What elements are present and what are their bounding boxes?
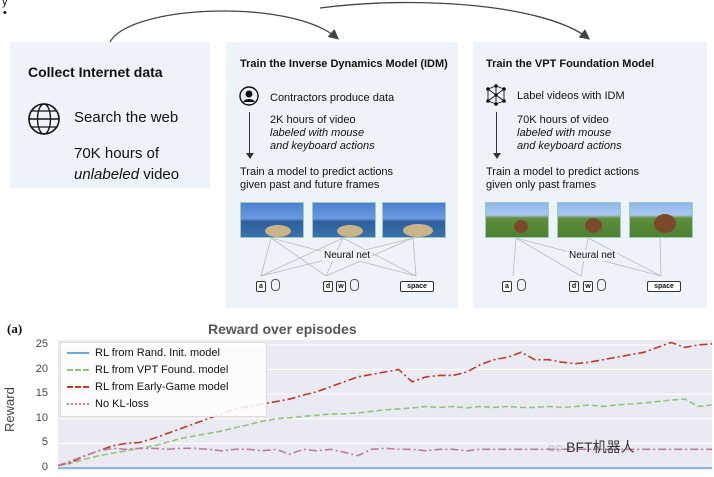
hours-line1: 70K hours of — [74, 145, 160, 162]
video-frame — [629, 202, 693, 238]
hours-text: 70K hours of video — [517, 114, 609, 126]
labeled-text-2: and keyboard actions — [270, 140, 375, 152]
neural-net-label: Neural net — [567, 250, 618, 261]
search-text: Search the web — [74, 109, 179, 126]
train-text-1: Train a model to predict actions — [240, 166, 394, 178]
panel-title: Train the Inverse Dynamics Model (IDM) — [240, 58, 448, 70]
chart-legend: RL from Rand. Init. model RL from VPT Fo… — [60, 342, 267, 417]
unlabeled-text: unlabeled — [74, 166, 140, 183]
legend-item: RL from Rand. Init. model — [67, 347, 220, 359]
idm-panel: Train the Inverse Dynamics Model (IDM) C… — [226, 42, 458, 308]
label-text: Label videos with IDM — [517, 90, 625, 102]
train-text-1: Train a model to predict actions — [486, 166, 640, 178]
hours-line2: unlabeled video — [74, 165, 179, 185]
key-a: a — [502, 281, 512, 292]
panel-title: Train the VPT Foundation Model — [486, 58, 655, 70]
mouse-icon — [271, 279, 280, 291]
contractors-text: Contractors produce data — [270, 92, 395, 104]
labeled-text-1: labeled with mouse — [517, 127, 612, 139]
y-tick-label: 25 — [35, 337, 48, 350]
key-a: a — [256, 281, 266, 292]
watermark-text: BFT机器人 — [566, 439, 635, 455]
labeled-text-1: labeled with mouse — [270, 127, 365, 139]
y-tick-label: 10 — [35, 411, 48, 424]
globe-icon — [28, 103, 60, 135]
video-frame — [485, 202, 549, 238]
legend-swatch — [67, 386, 89, 389]
legend-label: RL from VPT Found. model — [95, 364, 229, 376]
legend-item: RL from Early-Game model — [67, 381, 228, 393]
key-space: space — [400, 281, 434, 292]
key-w: w — [336, 281, 346, 292]
top-mark-1: y — [2, 0, 8, 8]
key-w: w — [583, 281, 593, 292]
chart-panel-label: (a) — [7, 321, 23, 336]
y-tick-label: 15 — [35, 387, 48, 400]
top-mark-2: • — [3, 7, 7, 19]
train-text-2: given only past frames — [486, 179, 597, 191]
flow-arrows — [109, 1, 591, 43]
vpt-panel: Train the VPT Foundation Model Label vid… — [473, 42, 707, 308]
video-frame — [382, 202, 446, 238]
video-text: video — [139, 166, 180, 183]
neural-net-label: Neural net — [322, 250, 373, 261]
legend-swatch — [67, 352, 89, 355]
watermark: ◌◌ BFT机器人 — [548, 437, 635, 457]
legend-swatch — [67, 403, 89, 406]
hours-text: 2K hours of video — [270, 114, 356, 126]
video-frame — [312, 202, 376, 238]
mouse-icon — [350, 279, 359, 291]
video-frame — [557, 202, 621, 238]
chat-icon: ◌◌ — [548, 441, 563, 455]
y-tick-label: 0 — [41, 461, 48, 473]
panel-title: Collect Internet data — [28, 64, 163, 80]
series-line-3 — [57, 341, 713, 467]
network-icon — [486, 84, 506, 106]
legend-item: RL from VPT Found. model — [67, 364, 228, 376]
legend-label: No KL-loss — [95, 398, 149, 410]
down-arrow — [496, 112, 497, 155]
legend-label: RL from Early-Game model — [95, 381, 229, 393]
person-icon — [239, 86, 259, 106]
y-tick-label: 20 — [35, 362, 48, 375]
chart-title: Reward over episodes — [208, 321, 357, 337]
series-line-2 — [57, 398, 713, 467]
y-tick-label: 5 — [41, 436, 48, 449]
legend-label: RL from Rand. Init. model — [95, 347, 220, 359]
legend-item: No KL-loss — [67, 398, 149, 410]
labeled-text-2: and keyboard actions — [517, 140, 622, 152]
key-space: space — [647, 281, 681, 292]
key-d: d — [323, 281, 333, 292]
video-frame — [240, 202, 304, 238]
down-arrow — [249, 112, 250, 155]
key-d: d — [569, 281, 579, 292]
mouse-icon — [597, 279, 606, 291]
down-arrow-head — [493, 153, 501, 159]
mouse-icon — [517, 279, 526, 291]
collect-data-panel: Collect Internet data Search the web 70K… — [10, 42, 210, 188]
train-text-2: given past and future frames — [240, 179, 380, 191]
legend-swatch — [67, 369, 89, 372]
down-arrow-head — [246, 153, 254, 159]
